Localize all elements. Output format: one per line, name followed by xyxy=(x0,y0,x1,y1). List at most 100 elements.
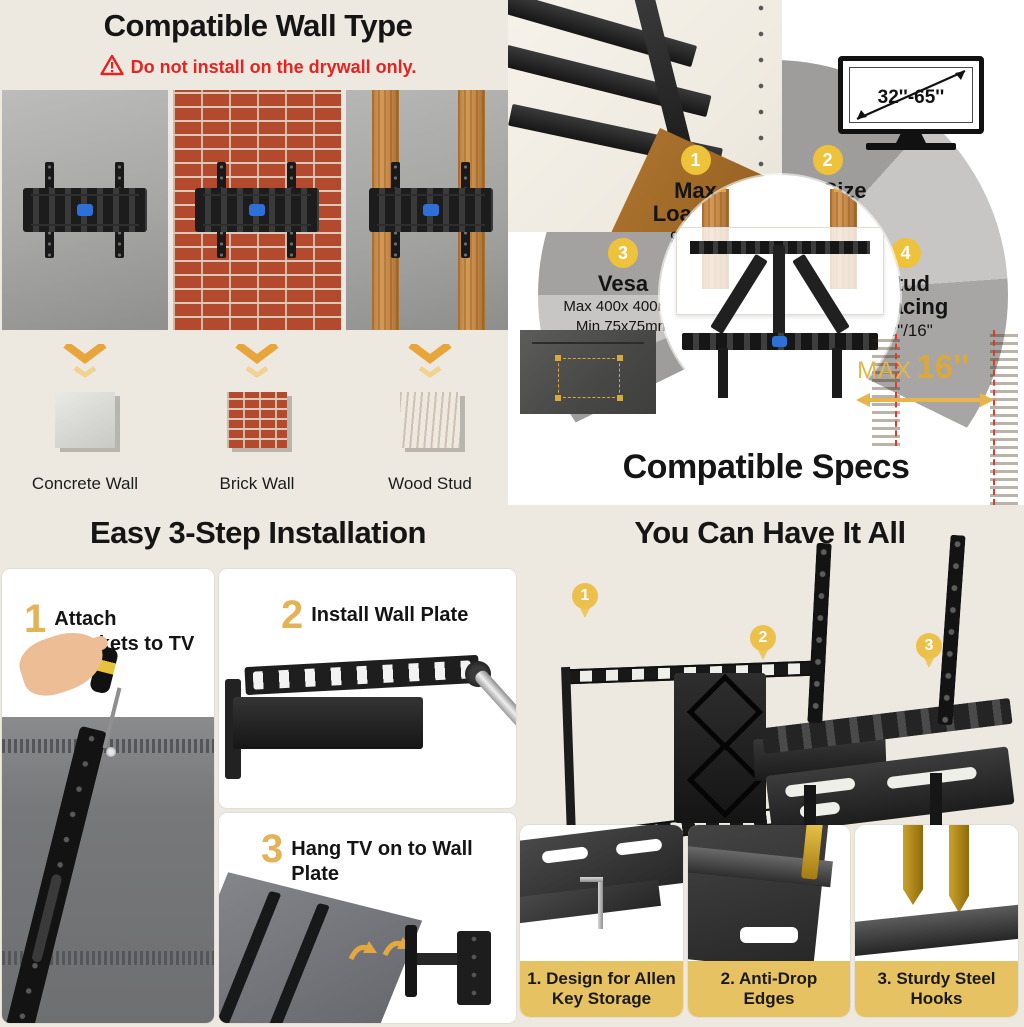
features-title: You Can Have It All xyxy=(634,515,906,550)
arrow-right-icon xyxy=(832,183,878,196)
tv-bracket xyxy=(261,902,330,1023)
tv-screen-outline: 32''-65'' xyxy=(838,56,984,134)
vesa-corner-dot xyxy=(555,395,561,401)
pin-number-badge: 1 xyxy=(572,583,598,609)
tv-size-icon: 32''-65'' xyxy=(838,56,984,152)
concrete-swatch xyxy=(55,392,115,448)
wall-type-warning: Do not install on the drywall only. xyxy=(0,54,516,81)
wall-plate-slots xyxy=(252,660,472,690)
section-installation: Easy 3-Step Installation 1 Attach Bracke… xyxy=(0,505,516,1027)
feature-label: 3. Sturdy Steel Hooks xyxy=(855,961,1018,1017)
wall-plate xyxy=(457,931,491,1005)
step-label: Install Wall Plate xyxy=(311,604,469,626)
brand-logo-mark xyxy=(422,204,439,216)
wall-plate xyxy=(244,654,480,696)
tv-mount-illustration xyxy=(195,162,319,258)
allen-key-icon xyxy=(598,877,603,929)
chevron-down-icon xyxy=(227,344,287,380)
allen-key-photo xyxy=(520,825,683,961)
feature-pin-2: 2 xyxy=(750,625,776,660)
max-spacing-label: MAX 16'' xyxy=(848,348,978,386)
feature-pin-1: 1 xyxy=(572,583,598,618)
wood-stud xyxy=(872,334,900,446)
vesa-pattern-photo xyxy=(520,330,656,414)
vesa-corner-dot xyxy=(617,355,623,361)
brand-logo-mark xyxy=(772,336,787,347)
specs-title: Compatible Specs xyxy=(622,448,910,486)
wood-swatch xyxy=(400,392,460,448)
vesa-corner-dot xyxy=(555,355,561,361)
feature-card-allen-key: 1. Design for Allen Key Storage xyxy=(520,825,683,1017)
tv-stand-neck xyxy=(896,134,926,143)
concrete-wall-photo xyxy=(2,90,168,330)
chevron-down-icon xyxy=(55,344,115,380)
section-compatible-specs: 32''-65'' 1 Max Loading 99LBS 2 TV Size … xyxy=(508,0,1024,505)
callout-number-badge: 1 xyxy=(680,145,711,175)
wood-stud-photo xyxy=(346,90,515,330)
brand-logo-mark xyxy=(249,204,265,216)
brick-swatch xyxy=(227,392,287,448)
max-word: MAX xyxy=(857,357,913,384)
step-label: Hang TV on to Wall Plate xyxy=(291,838,473,885)
mount-upper-bar xyxy=(761,697,1013,755)
brick-wall-photo xyxy=(173,90,341,330)
plate-slot xyxy=(784,777,856,798)
center-mount-photo xyxy=(660,175,900,415)
tv-bracket xyxy=(219,890,282,1023)
arrow-left-icon xyxy=(682,183,728,196)
screw xyxy=(106,747,116,757)
warning-triangle-icon xyxy=(99,54,124,81)
mount-arm xyxy=(773,245,785,337)
step-2-heading: 2 Install Wall Plate xyxy=(281,593,469,637)
chevron-down-icon xyxy=(400,344,460,380)
mount-arm xyxy=(417,953,463,965)
step-number: 2 xyxy=(281,593,304,637)
tv-mount-illustration xyxy=(368,162,493,258)
tv-size-range: 32''-65'' xyxy=(877,87,945,108)
wall-type-title: Compatible Wall Type xyxy=(103,8,413,43)
step-2-card: 2 Install Wall Plate xyxy=(219,569,516,808)
pin-number-badge: 2 xyxy=(750,625,776,651)
mount-center-plate xyxy=(674,673,766,823)
feature-label: 1. Design for Allen Key Storage xyxy=(520,961,683,1017)
installation-title: Easy 3-Step Installation xyxy=(90,515,427,550)
vesa-corner-dot xyxy=(617,395,623,401)
steel-hooks-photo xyxy=(855,825,1018,961)
step-3-card: 3 Hang TV on to Wall Plate xyxy=(219,813,516,1023)
step-3-heading: 3 Hang TV on to Wall Plate xyxy=(261,827,516,887)
mount-body xyxy=(23,188,147,232)
tv-mount-illustration xyxy=(23,162,147,258)
steel-hook xyxy=(949,825,969,913)
wood-stud xyxy=(990,330,1018,505)
section-features: You Can Have It All 1 2 xyxy=(516,505,1024,1027)
warning-text: Do not install on the drywall only. xyxy=(130,57,417,77)
wall-label-concrete: Concrete Wall xyxy=(31,474,139,493)
feature-pin-3: 3 xyxy=(916,633,942,668)
plate-slot xyxy=(740,927,798,943)
mount-body xyxy=(368,188,493,232)
callout-number-badge: 2 xyxy=(812,145,843,175)
vesa-dashed-rect xyxy=(558,358,620,398)
section-wall-type: Compatible Wall Type Do not install on t… xyxy=(0,0,516,505)
mount-arm xyxy=(233,697,423,749)
plate-rail xyxy=(855,903,1018,957)
full-mount-photo: 1 2 3 xyxy=(516,534,1024,849)
feature-card-anti-drop: 2. Anti-Drop Edges xyxy=(688,825,850,1017)
allen-key-icon xyxy=(580,877,603,882)
tv-screen-inner xyxy=(849,67,973,123)
tv-bracket xyxy=(937,534,966,726)
bracket-hook-leg xyxy=(930,773,942,837)
callout-title: Vesa xyxy=(597,271,649,296)
mount-rail xyxy=(832,348,842,398)
step-1-card: 1 Attach Brackets to TV Back xyxy=(2,569,214,1023)
callout-number-badge: 3 xyxy=(608,238,638,268)
tv-stand-base xyxy=(866,143,956,150)
wall-label-wood: Wood Stud xyxy=(388,474,472,493)
anti-drop-photo xyxy=(688,825,850,961)
max-value: 16'' xyxy=(916,348,969,385)
pin-number-badge: 3 xyxy=(916,633,942,659)
step-number: 3 xyxy=(261,827,284,871)
stud-dashed-line xyxy=(993,330,995,505)
tv-bracket xyxy=(807,542,832,724)
